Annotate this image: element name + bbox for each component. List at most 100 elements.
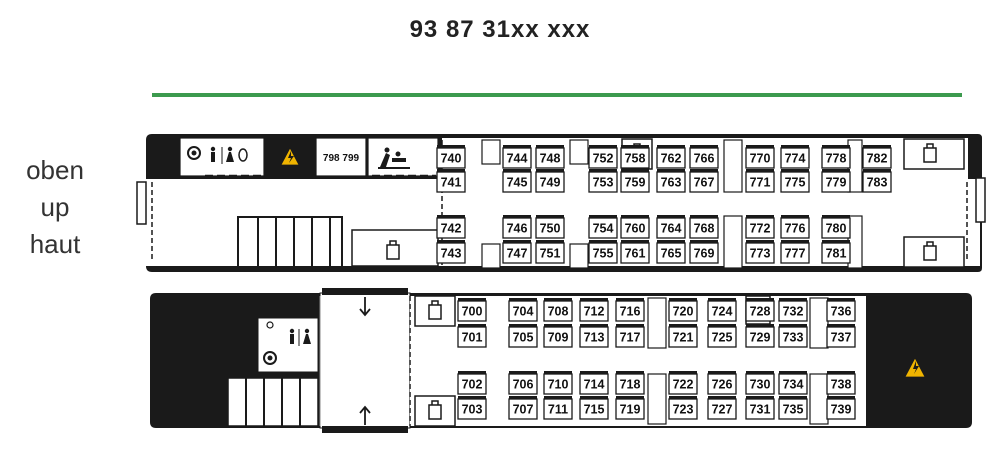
seat-734[interactable]: 734	[778, 371, 808, 395]
seat-back	[503, 240, 531, 243]
seat-740[interactable]: 740	[436, 145, 466, 169]
seat-716[interactable]: 716	[615, 298, 645, 322]
seat-704[interactable]: 704	[508, 298, 538, 322]
seat-730[interactable]: 730	[745, 371, 775, 395]
seat-number: 780	[826, 222, 847, 236]
seat-718[interactable]: 718	[615, 371, 645, 395]
seat-number: 701	[462, 331, 483, 345]
deck-label-en: up	[40, 192, 70, 222]
seat-back	[580, 298, 608, 301]
seat-741[interactable]: 741	[436, 169, 466, 193]
seat-779[interactable]: 779	[821, 169, 851, 193]
seat-744[interactable]: 744	[502, 145, 532, 169]
high-voltage-bolt	[913, 361, 919, 374]
seat-761[interactable]: 761	[620, 240, 650, 264]
seat-728[interactable]: 728	[745, 298, 775, 322]
seat-772[interactable]: 772	[745, 215, 775, 239]
seat-777[interactable]: 777	[780, 240, 810, 264]
seat-768[interactable]: 768	[689, 215, 719, 239]
seat-751[interactable]: 751	[535, 240, 565, 264]
seat-737[interactable]: 737	[826, 324, 856, 348]
seat-725[interactable]: 725	[707, 324, 737, 348]
seat-754[interactable]: 754	[588, 215, 618, 239]
seat-720[interactable]: 720	[668, 298, 698, 322]
seat-715[interactable]: 715	[579, 396, 609, 420]
seat-748[interactable]: 748	[535, 145, 565, 169]
seat-771[interactable]: 771	[745, 169, 775, 193]
seat-769[interactable]: 769	[689, 240, 719, 264]
seat-726[interactable]: 726	[707, 371, 737, 395]
seat-722[interactable]: 722	[668, 371, 698, 395]
seat-735[interactable]: 735	[778, 396, 808, 420]
seat-750[interactable]: 750	[535, 215, 565, 239]
seat-713[interactable]: 713	[579, 324, 609, 348]
seat-710[interactable]: 710	[543, 371, 573, 395]
seat-753[interactable]: 753	[588, 169, 618, 193]
seat-719[interactable]: 719	[615, 396, 645, 420]
seat-708[interactable]: 708	[543, 298, 573, 322]
seat-702[interactable]: 702	[457, 371, 487, 395]
seat-780[interactable]: 780	[821, 215, 851, 239]
seat-781[interactable]: 781	[821, 240, 851, 264]
seat-number: 765	[661, 247, 682, 261]
seat-782[interactable]: 782	[862, 145, 892, 169]
seat-746[interactable]: 746	[502, 215, 532, 239]
seat-724[interactable]: 724	[707, 298, 737, 322]
seat-729[interactable]: 729	[745, 324, 775, 348]
seat-743[interactable]: 743	[436, 240, 466, 264]
seat-733[interactable]: 733	[778, 324, 808, 348]
seat-712[interactable]: 712	[579, 298, 609, 322]
seat-775[interactable]: 775	[780, 169, 810, 193]
seat-765[interactable]: 765	[656, 240, 686, 264]
seat-783[interactable]: 783	[862, 169, 892, 193]
seat-755[interactable]: 755	[588, 240, 618, 264]
table	[569, 139, 589, 165]
seat-774[interactable]: 774	[780, 145, 810, 169]
seat-back	[669, 371, 697, 374]
seat-number: 771	[750, 176, 771, 190]
seat-703[interactable]: 703	[457, 396, 487, 420]
seat-762[interactable]: 762	[656, 145, 686, 169]
seat-773[interactable]: 773	[745, 240, 775, 264]
seat-721[interactable]: 721	[668, 324, 698, 348]
seat-732[interactable]: 732	[778, 298, 808, 322]
toilet-icon	[210, 146, 234, 164]
seat-back	[621, 145, 649, 148]
seat-727[interactable]: 727	[707, 396, 737, 420]
seat-739[interactable]: 739	[826, 396, 856, 420]
seat-number: 714	[584, 378, 605, 392]
seat-723[interactable]: 723	[668, 396, 698, 420]
seat-back	[781, 215, 809, 218]
seat-763[interactable]: 763	[656, 169, 686, 193]
seat-776[interactable]: 776	[780, 215, 810, 239]
toilet-bowl-icon-center	[267, 355, 273, 361]
seat-back	[536, 169, 564, 172]
seat-back	[669, 298, 697, 301]
seat-709[interactable]: 709	[543, 324, 573, 348]
seat-707[interactable]: 707	[508, 396, 538, 420]
seat-752[interactable]: 752	[588, 145, 618, 169]
seat-749[interactable]: 749	[535, 169, 565, 193]
seat-778[interactable]: 778	[821, 145, 851, 169]
seat-738[interactable]: 738	[826, 371, 856, 395]
seat-767[interactable]: 767	[689, 169, 719, 193]
seat-700[interactable]: 700	[457, 298, 487, 322]
seat-731[interactable]: 731	[745, 396, 775, 420]
seat-758[interactable]: 758	[620, 145, 650, 169]
seat-717[interactable]: 717	[615, 324, 645, 348]
seat-711[interactable]: 711	[543, 396, 573, 420]
seat-number: 715	[584, 403, 605, 417]
seat-766[interactable]: 766	[689, 145, 719, 169]
seat-706[interactable]: 706	[508, 371, 538, 395]
seat-770[interactable]: 770	[745, 145, 775, 169]
seat-745[interactable]: 745	[502, 169, 532, 193]
seat-701[interactable]: 701	[457, 324, 487, 348]
seat-714[interactable]: 714	[579, 371, 609, 395]
seat-705[interactable]: 705	[508, 324, 538, 348]
seat-742[interactable]: 742	[436, 215, 466, 239]
seat-747[interactable]: 747	[502, 240, 532, 264]
seat-764[interactable]: 764	[656, 215, 686, 239]
seat-736[interactable]: 736	[826, 298, 856, 322]
seat-760[interactable]: 760	[620, 215, 650, 239]
seat-759[interactable]: 759	[620, 169, 650, 193]
